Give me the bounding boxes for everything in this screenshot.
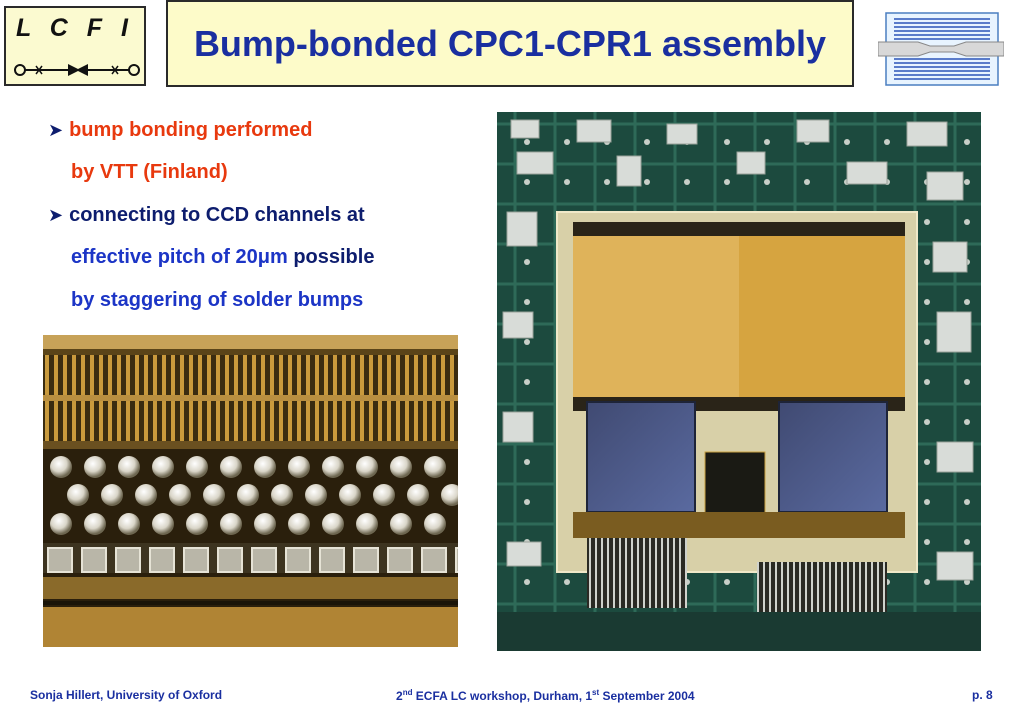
solder-bump-micrograph xyxy=(43,335,458,647)
lcfi-logo: L C F I xyxy=(4,6,146,86)
bullet-1-line-1: ➤bump bonding performed xyxy=(48,119,313,141)
ccd-sensor-icon xyxy=(878,12,1004,86)
bullet-2-line-3: by staggering of solder bumps xyxy=(71,289,364,311)
bullet-arrow-icon: ➤ xyxy=(48,205,64,225)
footer-event: 2nd ECFA LC workshop, Durham, 1st Septem… xyxy=(396,688,695,703)
bullet-2-line-2: effective pitch of 20μm possible xyxy=(71,246,375,268)
logo-symbol-icon xyxy=(14,64,140,76)
page-title: Bump-bonded CPC1-CPR1 assembly xyxy=(193,23,827,64)
bullet-1-line-2: by VTT (Finland) xyxy=(71,161,228,183)
footer-page-number: p. 8 xyxy=(972,688,993,702)
bullet-2-line-1: ➤connecting to CCD channels at xyxy=(48,204,365,226)
bullet-arrow-icon: ➤ xyxy=(48,120,64,140)
title-box: Bump-bonded CPC1-CPR1 assembly xyxy=(166,0,854,87)
mu-symbol: μ xyxy=(257,246,270,268)
cpc1-cpr1-assembly-photo xyxy=(497,112,981,651)
footer-author: Sonja Hillert, University of Oxford xyxy=(30,688,223,702)
logo-text: L C F I xyxy=(16,14,134,42)
